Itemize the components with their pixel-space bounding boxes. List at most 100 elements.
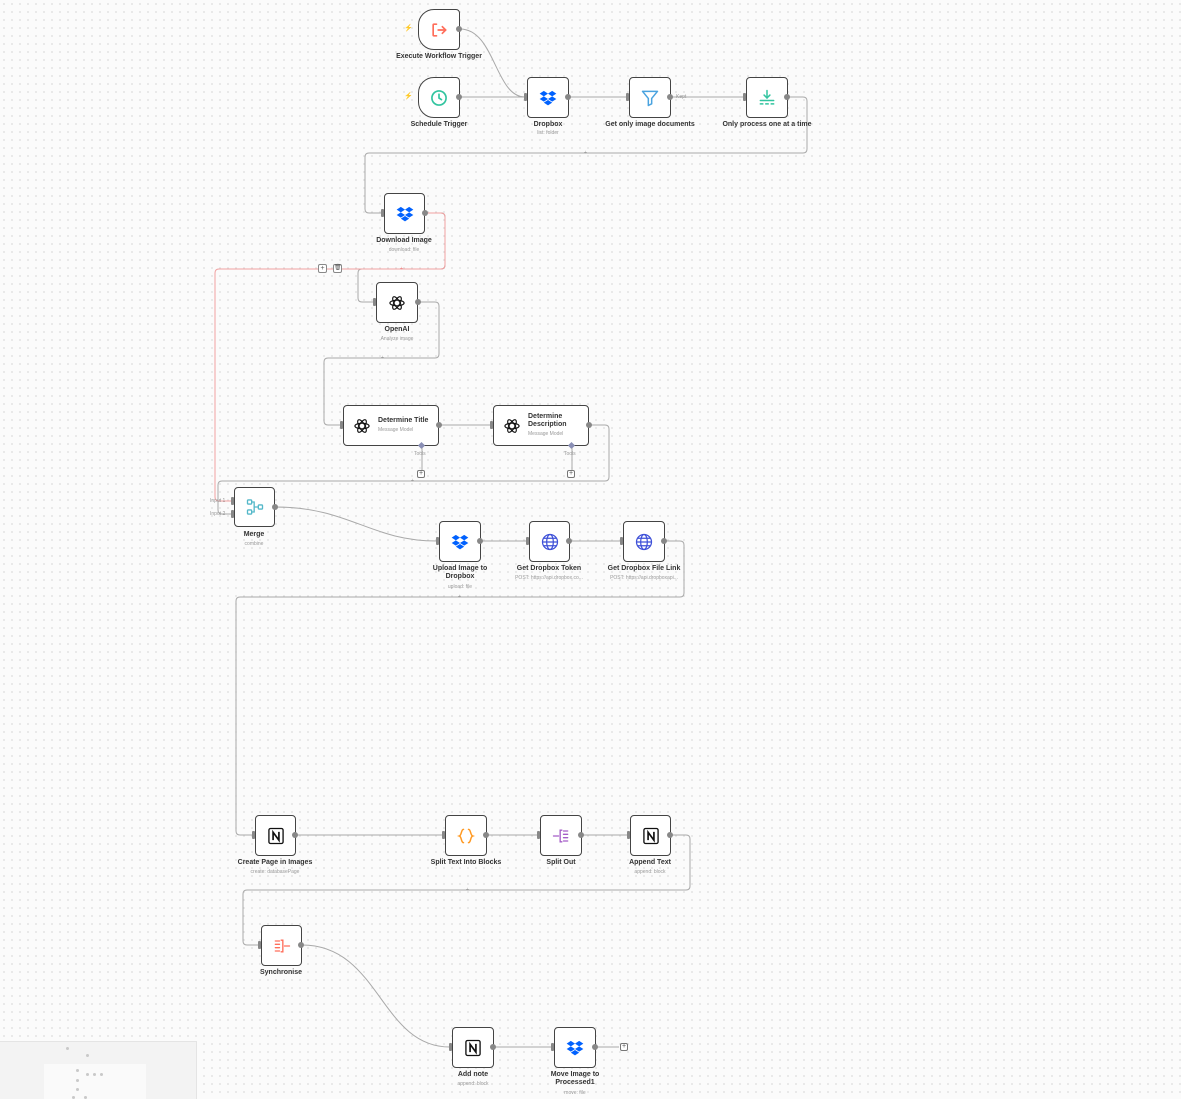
minimap[interactable] [0,1041,197,1099]
connection-add-marker[interactable]: + [381,355,384,361]
output-handle[interactable] [667,832,673,838]
node-upload-image[interactable] [439,521,481,562]
node-split-text[interactable] [445,815,487,856]
node-subtitle: POST: https://api.dropbox.co... [515,575,583,581]
node-merge[interactable] [234,487,275,527]
input-handle[interactable] [537,831,540,839]
input-handle[interactable] [490,421,493,429]
input-handle[interactable] [442,831,445,839]
connection-add-marker[interactable]: + [584,150,587,156]
node-label: Get Dropbox File Link [607,565,681,572]
connection-add-marker[interactable]: + [411,478,414,484]
node-subtitle: POST: https://api.dropboxapi... [610,575,678,581]
output-handle[interactable] [456,94,462,100]
output-handle[interactable] [298,942,304,948]
dropbox-icon [539,90,557,105]
node-create-page[interactable] [255,815,296,856]
node-download-image[interactable] [384,193,425,234]
tools-label: Tools [564,451,576,457]
input-handle[interactable] [231,510,234,518]
merge-input-label: Input 2 [210,511,226,517]
output-handle[interactable] [490,1044,496,1050]
node-label: Only process one at a time [722,121,812,128]
minimap-viewport[interactable] [44,1064,146,1099]
input-handle[interactable] [340,421,343,429]
input-handle[interactable] [252,831,255,839]
input-handle[interactable] [626,93,629,101]
add-tool-button[interactable]: + [567,470,575,478]
output-handle[interactable] [292,832,298,838]
input-handle[interactable] [449,1043,452,1051]
connection-add-marker[interactable]: + [466,887,469,893]
node-subtitle: move: file [564,1090,586,1096]
node-subtitle: Message Model [528,431,564,437]
input-handle[interactable] [627,831,630,839]
output-handle[interactable] [272,504,278,510]
connection-add-marker[interactable]: + [458,594,461,600]
output-handle[interactable] [586,422,592,428]
input-handle[interactable] [526,537,529,545]
globe-icon [541,533,558,550]
connection-delete-button[interactable]: 🗑 [333,264,342,273]
add-node-button[interactable]: + [620,1043,628,1051]
connection-add-marker[interactable]: + [400,266,403,272]
node-schedule-trigger[interactable] [418,77,460,118]
output-handle[interactable] [566,538,572,544]
add-tool-button[interactable]: + [417,470,425,478]
node-determine-description[interactable]: Determine Description Message Model [493,405,589,446]
output-handle[interactable] [667,94,673,100]
output-handle[interactable] [592,1044,598,1050]
output-handle[interactable] [477,538,483,544]
output-handle[interactable] [483,832,489,838]
trigger-bolt-icon: ⚡ [404,25,413,32]
node-append-text[interactable] [630,815,671,856]
output-handle[interactable] [661,538,667,544]
connection-exec-dropbox [459,28,526,98]
input-handle[interactable] [620,537,623,545]
input-handle[interactable] [436,537,439,545]
input-handle[interactable] [524,93,527,101]
connection-sync-addnote [301,944,451,1048]
node-label: Move Image to Processed1 [550,1071,600,1086]
input-handle[interactable] [231,497,234,505]
node-synchronise[interactable] [261,925,302,966]
input-handle[interactable] [258,941,261,949]
node-add-note[interactable] [452,1027,494,1068]
node-label: Create Page in Images [237,859,313,866]
node-label: Append Text [629,859,671,866]
output-handle[interactable] [784,94,790,100]
minimap-node [86,1073,89,1076]
output-handle[interactable] [456,26,462,32]
node-dropbox-list[interactable] [527,77,569,118]
node-label: Determine Description [528,413,567,428]
dropbox-icon [396,206,413,221]
node-move-image[interactable] [554,1027,596,1068]
output-handle[interactable] [436,422,442,428]
node-label: Merge [243,531,265,538]
input-handle[interactable] [743,93,746,101]
input-handle[interactable] [551,1043,554,1051]
filter-funnel-icon [641,90,659,106]
connection-add-button[interactable]: + [318,264,327,273]
node-get-dropbox-file-link[interactable] [623,521,665,562]
output-handle[interactable] [415,299,421,305]
node-label: OpenAI [384,326,410,333]
node-execute-workflow-trigger[interactable] [418,9,460,50]
node-subtitle: download: file [388,247,420,253]
output-handle[interactable] [578,832,584,838]
node-determine-title[interactable]: Determine Title Message Model [343,405,439,446]
input-handle[interactable] [373,298,376,306]
output-handle[interactable] [422,210,428,216]
aggregate-icon [274,939,290,952]
output-handle[interactable] [565,94,571,100]
node-openai-analyze[interactable] [376,282,418,323]
node-get-dropbox-token[interactable] [529,521,570,562]
tools-connector [571,448,573,470]
notion-icon [267,827,284,844]
node-label: Split Out [546,859,576,866]
input-handle[interactable] [381,209,384,217]
node-filter-images[interactable] [629,77,671,118]
node-split-in-batches[interactable] [746,77,788,118]
node-split-out[interactable] [540,815,582,856]
